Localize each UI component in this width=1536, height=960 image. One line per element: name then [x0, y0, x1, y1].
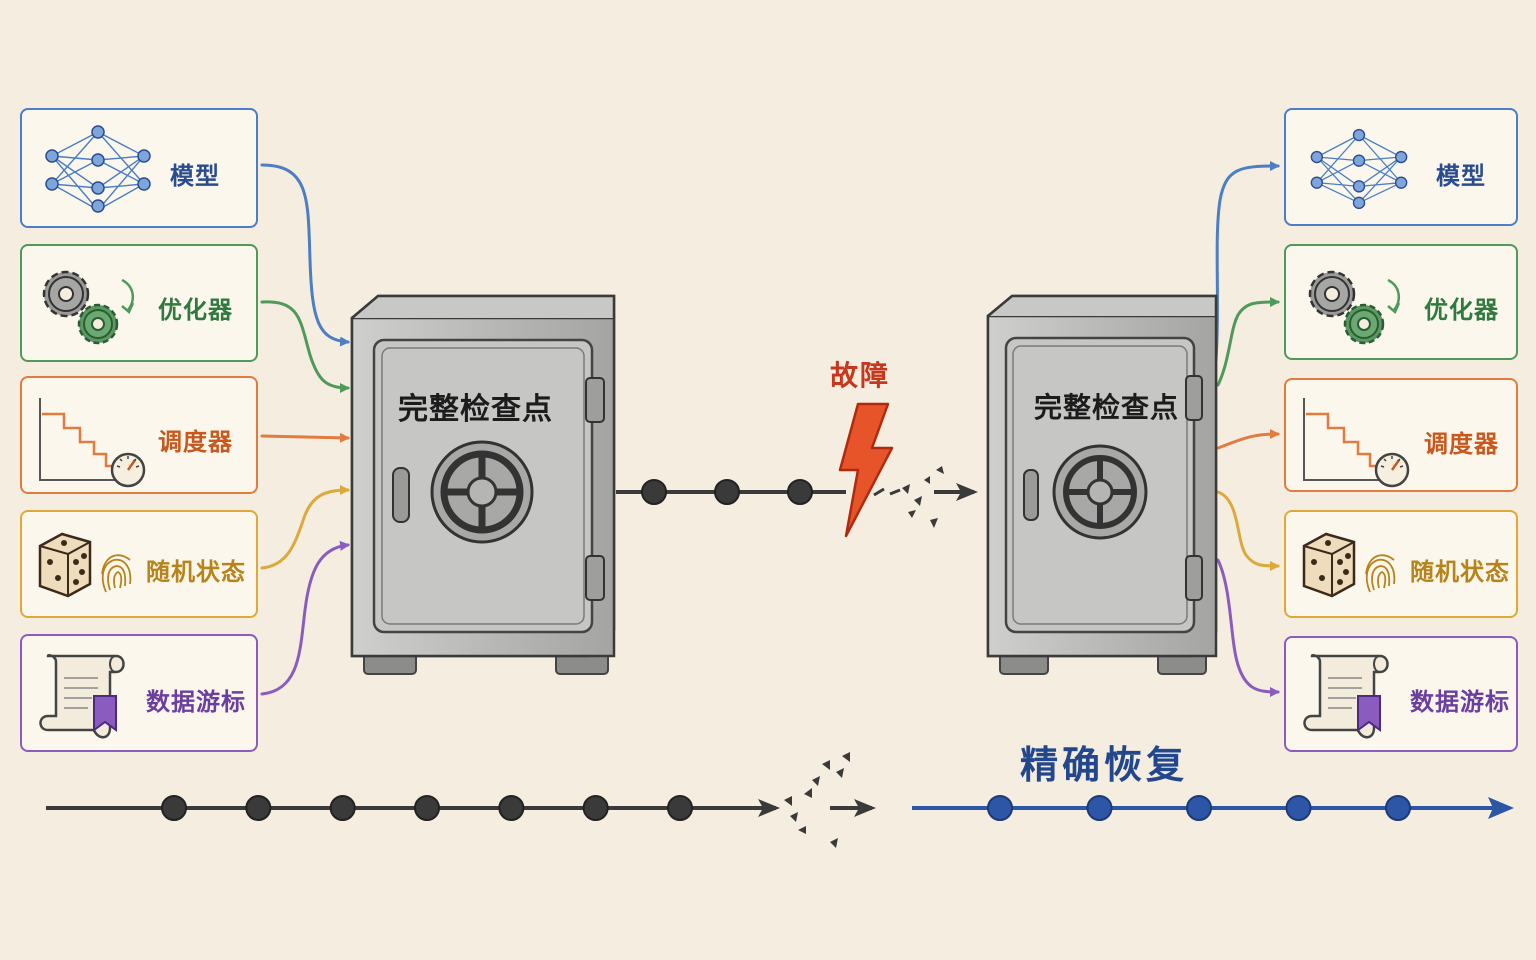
scroll-bookmark-icon	[1303, 654, 1389, 739]
left-card-optimizer: 优化器	[20, 244, 258, 362]
left-card-cursor: 数据游标	[20, 634, 258, 752]
timeline-dot-recovered	[1186, 795, 1212, 821]
connector-random-out	[1216, 490, 1280, 571]
left-label-random: 随机状态	[146, 558, 246, 586]
right-label-random: 随机状态	[1410, 558, 1510, 586]
scroll-bookmark-icon	[39, 654, 125, 739]
neural-network-icon	[45, 125, 151, 213]
timeline-dot-recovered	[987, 795, 1013, 821]
right-label-cursor: 数据游标	[1410, 688, 1510, 716]
left-label-model: 模型	[170, 162, 220, 190]
left-connectors	[260, 163, 350, 696]
connector-cursor-out	[1216, 558, 1280, 697]
timeline-dot-recovered	[1086, 795, 1113, 821]
connector-optimizer-out	[1216, 297, 1280, 387]
middle-timeline	[616, 466, 978, 528]
right-card-cursor: 数据游标	[1284, 636, 1518, 752]
left-label-optimizer: 优化器	[158, 296, 233, 324]
right-safe-label: 完整检查点	[1034, 391, 1180, 424]
lightning-bolt-icon	[838, 402, 894, 538]
connector-model-in	[260, 163, 350, 347]
timeline-dot	[161, 795, 187, 821]
right-connectors	[1214, 161, 1280, 697]
left-label-scheduler: 调度器	[158, 428, 233, 456]
right-safe-icon	[986, 294, 1218, 675]
timeline-dot-recovered	[1385, 795, 1411, 821]
left-label-cursor: 数据游标	[146, 688, 246, 716]
right-card-model: 模型	[1284, 108, 1518, 226]
bottom-right-timeline	[912, 795, 1514, 821]
timeline-dot-recovered	[1285, 795, 1312, 821]
connector-scheduler-in	[260, 432, 350, 443]
right-card-scheduler: 调度器	[1284, 378, 1518, 492]
timeline-dot	[414, 795, 440, 821]
dice-fingerprint-icon	[1302, 532, 1396, 598]
connector-model-out	[1214, 161, 1280, 362]
connector-scheduler-out	[1216, 429, 1280, 450]
right-label-optimizer: 优化器	[1424, 296, 1499, 324]
timeline-dot	[245, 795, 272, 821]
timeline-dot	[498, 795, 525, 821]
bottom-left-timeline	[46, 752, 876, 848]
left-card-random: 随机状态	[20, 510, 258, 618]
connector-cursor-in	[260, 540, 350, 696]
right-card-random: 随机状态	[1284, 510, 1518, 618]
left-card-model: 模型	[20, 108, 258, 228]
dice-fingerprint-icon	[38, 532, 132, 598]
connector-optimizer-in	[260, 300, 350, 393]
timeline-dot	[667, 795, 693, 821]
timeline-dot	[714, 479, 740, 505]
gears-icon	[42, 270, 135, 345]
timeline-dot	[787, 479, 813, 505]
debris	[902, 466, 944, 528]
right-label-model: 模型	[1436, 162, 1486, 190]
debris	[784, 752, 850, 848]
step-schedule-icon	[39, 398, 146, 488]
connector-random-in	[260, 485, 350, 570]
left-safe-icon	[350, 294, 616, 675]
neural-network-icon	[1310, 128, 1408, 210]
right-label-scheduler: 调度器	[1424, 430, 1499, 458]
left-card-scheduler: 调度器	[20, 376, 258, 494]
fault-label: 故障	[830, 359, 891, 392]
gears-icon	[1308, 270, 1401, 345]
step-schedule-icon	[1303, 398, 1410, 488]
recovery-label: 精确恢复	[1020, 743, 1189, 787]
timeline-dot	[329, 795, 356, 821]
right-card-optimizer: 优化器	[1284, 244, 1518, 360]
timeline-dot	[641, 479, 667, 505]
timeline-dot	[582, 795, 609, 821]
left-safe-label: 完整检查点	[398, 392, 553, 427]
